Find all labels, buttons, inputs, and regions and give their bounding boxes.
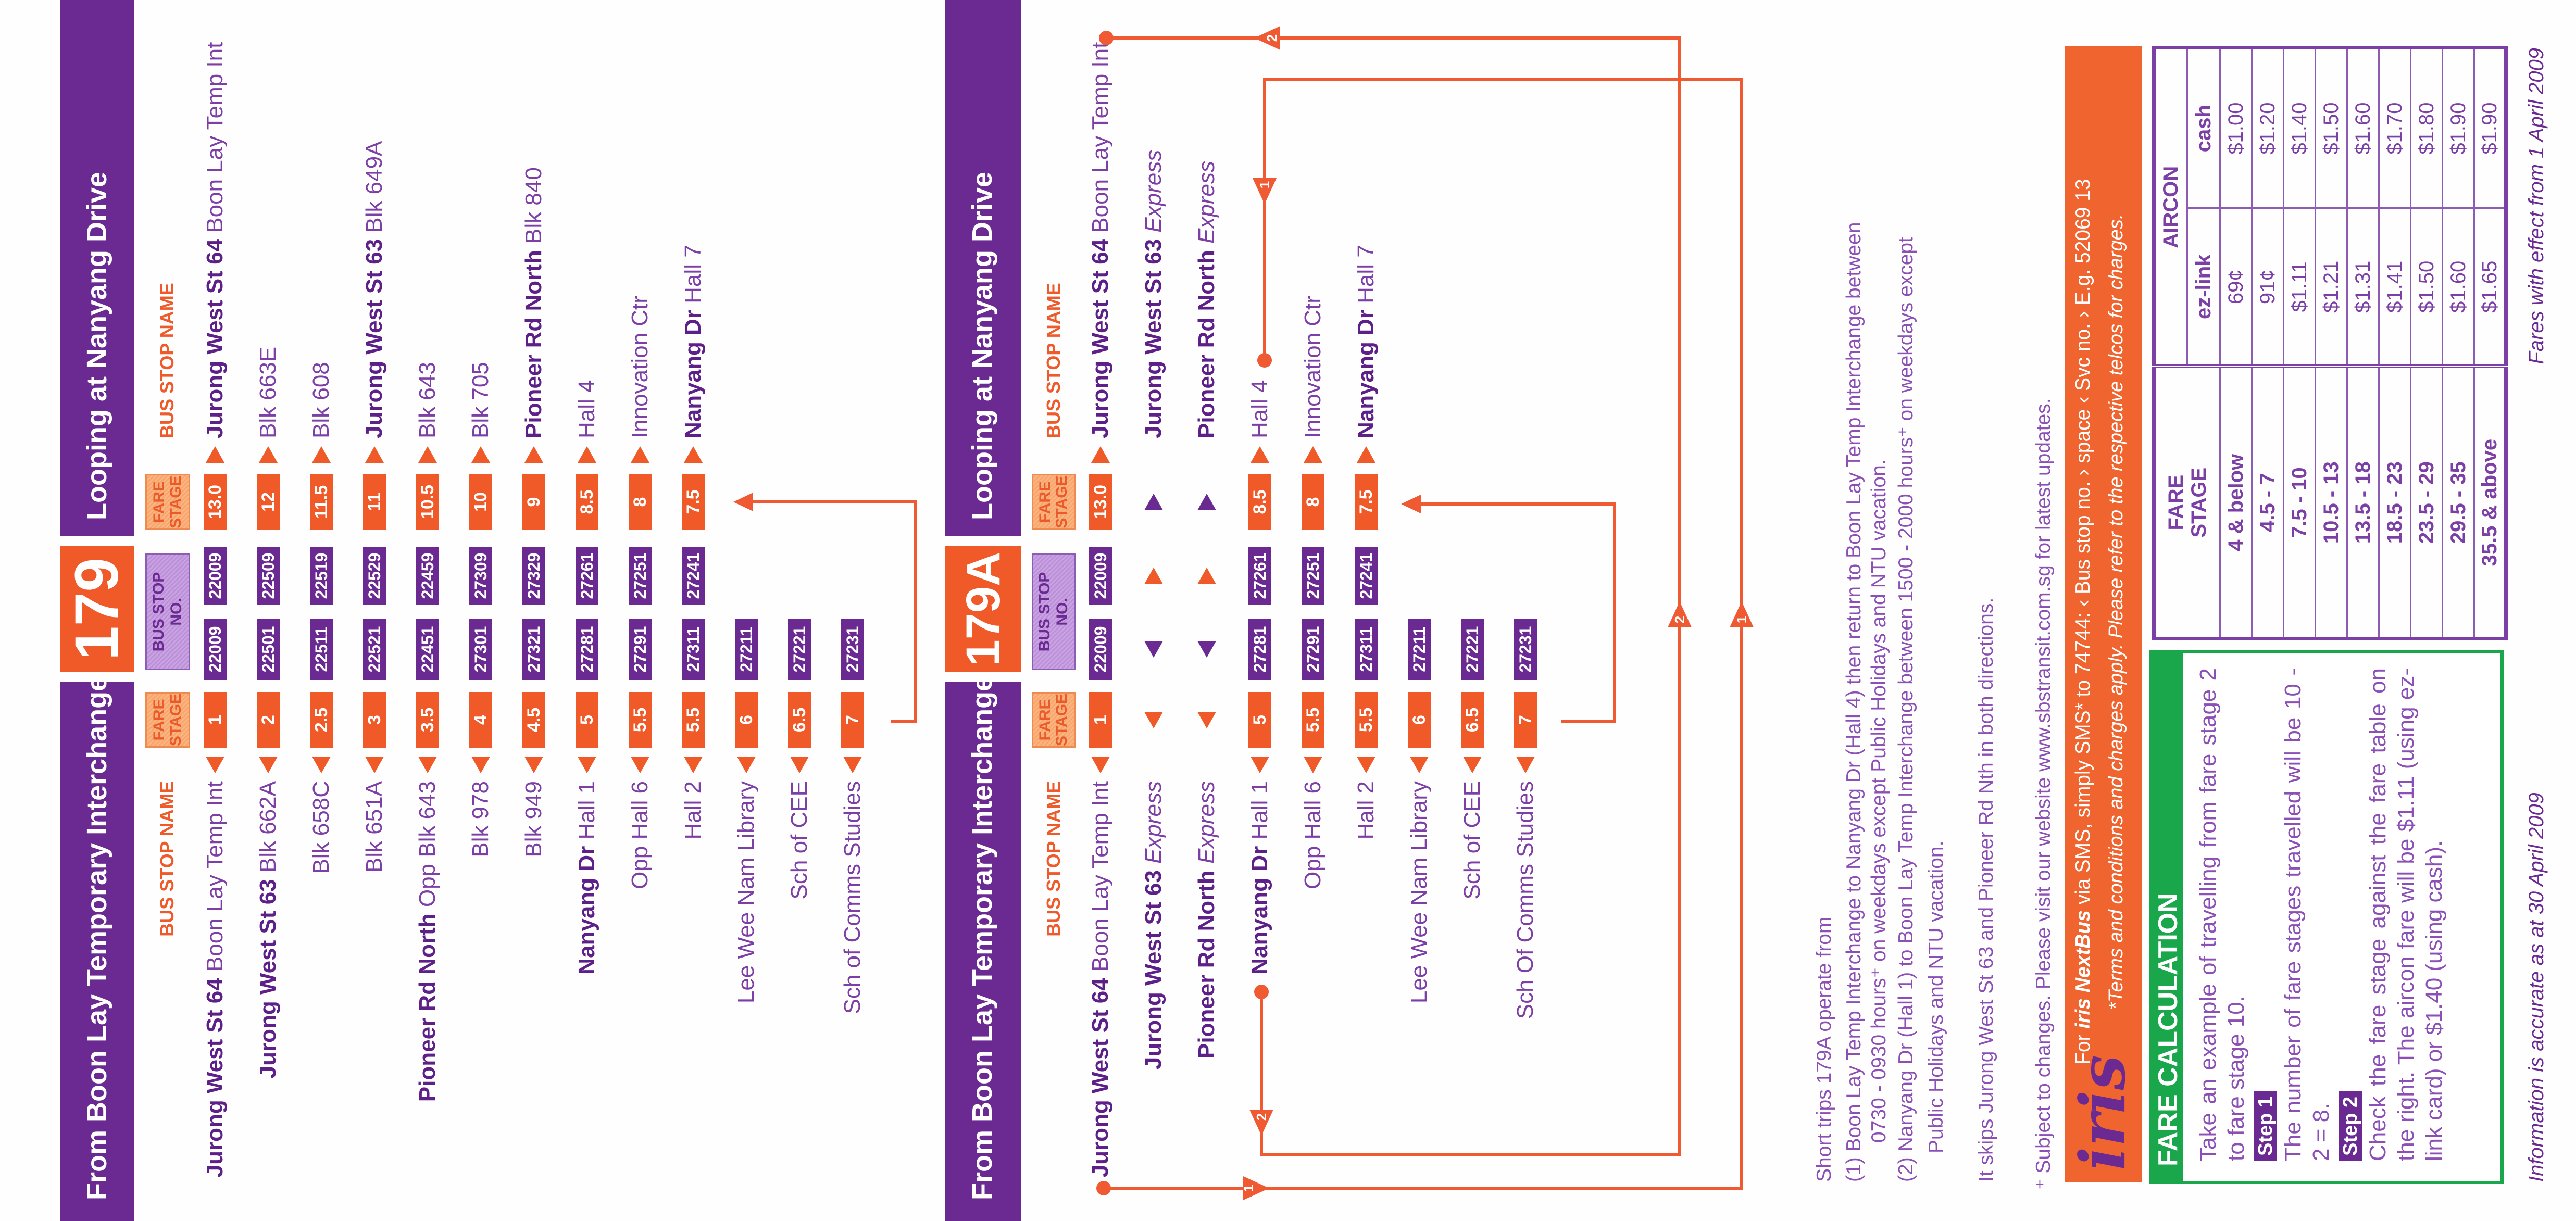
note-skips: It skips Jurong West St 63 and Pioneer R… [1975,597,1997,1182]
fare-stage-cell: 29.5 - 35 [2442,366,2474,639]
step-2-badge: Step 2 [2339,1091,2362,1161]
fares-effective-note: Fares with effect from 1 April 2009 [2525,48,2548,364]
short-trip-2-start-dot [1254,985,1269,999]
short-trip-2-end-dot [1099,31,1114,45]
fare-stage-cell: 18.5 - 23 [2379,366,2411,639]
cash-fare-cell: $1.50 [2315,47,2347,208]
fare-table: FARE STAGE AIRCON ez-link cash 4 & below… [2152,46,2508,640]
ezlink-fare-cell: 69¢ [2220,208,2252,367]
ezlink-fare-cell: $1.11 [2283,208,2316,367]
fare-stage-column-header: FARE STAGE [2154,366,2220,639]
cash-fare-cell: $1.20 [2252,47,2284,208]
fare-stage-cell: 4.5 - 7 [2252,366,2284,639]
fare-stage-cell: 35.5 & above [2474,366,2506,639]
fare-table-row: 35.5 & above$1.65$1.90 [2474,47,2506,639]
note-subject-to-changes: ⁺ Subject to changes. Please visit our w… [2032,398,2055,1190]
note-short-trips: Short trips 179A operate from [1813,916,1835,1182]
short-trip-1-label: 1 [1734,616,1749,623]
fare-table-row: 13.5 - 18$1.31$1.60 [2347,47,2379,639]
step-2-text: Check the fare stage against the fare ta… [2365,668,2447,1161]
short-trip-2-label: 2 [1254,1113,1269,1121]
cash-fare-cell: $1.90 [2442,47,2474,208]
fare-table-row: 7.5 - 10$1.11$1.40 [2283,47,2316,639]
fare-stage-cell: 4 & below [2220,366,2252,639]
note-trip-1: (1) Boon Lay Temp Interchange to Nanyang… [1843,222,1865,1182]
iris-instructions: via SMS, simply SMS* to 74744: ‹ Bus sto… [2072,179,2094,905]
short-trip-1-marker-icon [1730,601,1754,627]
cash-fare-cell: $1.80 [2410,47,2443,208]
cash-fare-cell: $1.60 [2347,47,2379,208]
iris-sms-instructions: For iris NextBus via SMS, simply SMS* to… [2072,179,2095,1065]
fare-stage-cell: 13.5 - 18 [2347,366,2379,639]
short-trip-1-marker-icon [1253,178,1277,204]
iris-nextbus-banner: iris For iris NextBus via SMS, simply SM… [2065,46,2142,1182]
short-trip-1-end-dot [1257,353,1272,368]
ezlink-fare-cell: $1.65 [2474,208,2506,367]
short-trip-1-label: 1 [1257,181,1272,188]
step-1-badge: Step 1 [2254,1091,2277,1161]
fare-stage-cell: 7.5 - 10 [2283,366,2316,639]
iris-brand: iris NextBus [2072,910,2094,1029]
note-trip-2: (2) Nanyang Dr (Hall 1) to Boon Lay Temp… [1895,237,1917,1182]
fare-calculation-body: Take an example of travelling from fare … [2194,668,2448,1161]
short-trip-1-start-dot [1096,1181,1111,1195]
short-trip-1-marker-icon [1243,1176,1269,1200]
short-trip-2-label: 2 [1672,616,1687,623]
short-trip-1-label: 1 [1241,1185,1256,1192]
ezlink-fare-cell: $1.60 [2442,208,2474,367]
cash-column-header: cash [2187,47,2220,208]
short-trip-2-marker-icon [1668,601,1692,627]
fare-stage-cell: 10.5 - 13 [2315,366,2347,639]
loop-arrowhead-icon [1401,495,1421,513]
ezlink-fare-cell: 91¢ [2252,208,2284,367]
cash-fare-cell: $1.90 [2474,47,2506,208]
fare-table-row: 18.5 - 23$1.41$1.70 [2379,47,2411,639]
ezlink-column-header: ez-link [2187,208,2220,367]
cash-fare-cell: $1.40 [2283,47,2316,208]
fare-table-row: 10.5 - 13$1.21$1.50 [2315,47,2347,639]
short-trip-1-line [1104,78,1743,1190]
route-179a-loop-line [1417,502,1616,723]
note-trip-2-continued: Public Holidays and NTU vacation. [1925,840,1947,1153]
fare-calculation-intro: Take an example of travelling from fare … [2195,668,2249,1161]
fare-table-row: 29.5 - 35$1.60$1.90 [2442,47,2474,639]
note-trip-1-continued: 0730 - 0930 hours⁺ on weekdays except Pu… [1868,459,1890,1143]
fare-table-row: 23.5 - 29$1.50$1.80 [2410,47,2443,639]
short-trip-2-line [1106,36,1681,1156]
iris-terms: *Terms and conditions and charges apply.… [2105,213,2127,1010]
short-trip-2-marker-icon [1249,1110,1273,1136]
cash-fare-cell: $1.70 [2379,47,2411,208]
ezlink-fare-cell: $1.31 [2347,208,2379,367]
route-179-loop-line [750,500,917,723]
iris-lead: For [2072,1034,2094,1065]
ezlink-fare-cell: $1.21 [2315,208,2347,367]
short-trip-2-label: 2 [1264,34,1280,42]
cash-fare-cell: $1.00 [2220,47,2252,208]
step-1-text: The number of fare stages travelled will… [2280,668,2334,1161]
fare-stage-cell: 23.5 - 29 [2410,366,2443,639]
iris-logo: iris [2066,1055,2140,1170]
fare-calculation-box: FARE CALCULATION Take an example of trav… [2149,650,2504,1184]
aircon-column-header: AIRCON [2154,47,2187,367]
ezlink-fare-cell: $1.50 [2410,208,2443,367]
short-trip-2-marker-icon [1254,26,1280,50]
fare-calculation-title: FARE CALCULATION [2153,653,2183,1181]
ezlink-fare-cell: $1.41 [2379,208,2411,367]
loop-arrowhead-icon [733,493,753,511]
accuracy-note: Information is accurate as at 30 April 2… [2525,792,2548,1182]
